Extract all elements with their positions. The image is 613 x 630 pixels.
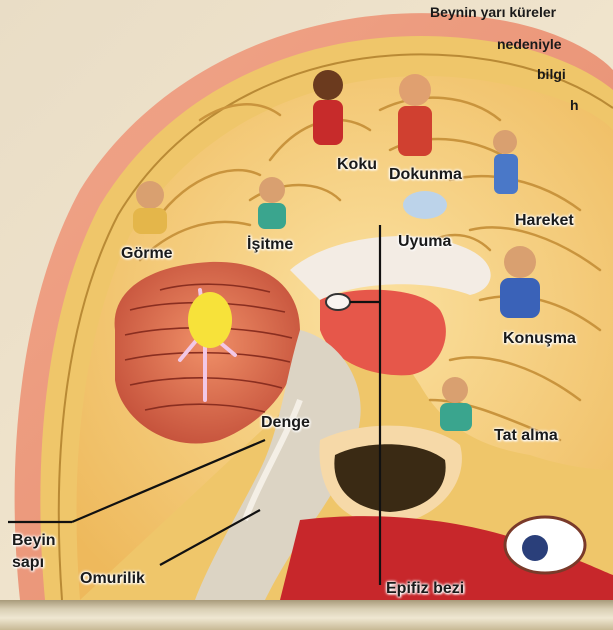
- cerebellum-yellow-area: [188, 292, 232, 348]
- label-beyin-sapi-line1: Beyin: [12, 531, 56, 551]
- label-isitme: İşitme: [247, 236, 293, 254]
- caption-line-1: Beynin yarı küreler: [430, 4, 556, 20]
- label-konusma: Konuşma: [503, 330, 576, 348]
- olfaction-figure: [313, 70, 343, 145]
- label-denge: Denge: [261, 414, 310, 432]
- caption-line-4: h: [570, 97, 579, 113]
- label-dokunma: Dokunma: [389, 166, 462, 184]
- label-gorme: Görme: [121, 245, 173, 263]
- label-koku: Koku: [337, 156, 377, 174]
- caption-line-2: nedeniyle: [497, 36, 562, 52]
- sleep-figure: [403, 191, 447, 219]
- pineal-gland: [326, 294, 350, 310]
- label-tat-alma: Tat alma: [494, 427, 558, 445]
- label-omurilik: Omurilik: [80, 570, 145, 588]
- label-uyuma: Uyuma: [398, 233, 451, 251]
- movement-figure: [493, 130, 518, 194]
- caption-line-3: bilgi: [537, 66, 566, 82]
- touch-figure: [398, 74, 432, 156]
- label-epifiz-bezi: Epifiz bezi: [386, 580, 464, 598]
- eye-iris: [522, 535, 548, 561]
- bottom-frame-bar: [0, 600, 613, 630]
- label-beyin-sapi-line2: sapı: [12, 553, 44, 573]
- label-hareket: Hareket: [515, 212, 574, 230]
- speech-figure: [500, 246, 540, 318]
